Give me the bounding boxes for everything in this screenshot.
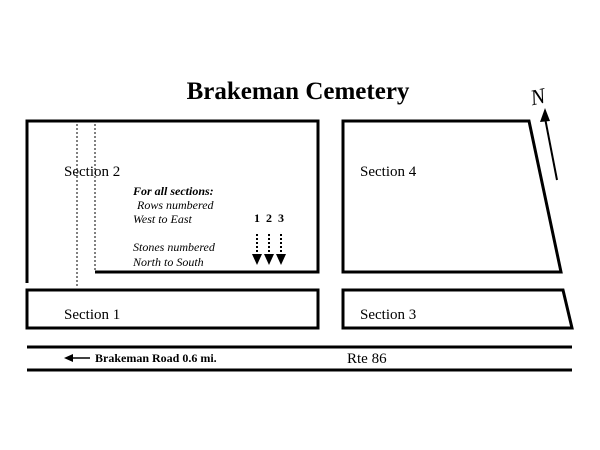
row-number-2: 2 xyxy=(266,211,272,225)
section-1-plot xyxy=(25,288,320,330)
row-number-1: 1 xyxy=(254,211,260,225)
section-2-label: Section 2 xyxy=(64,164,120,180)
row-number-3: 3 xyxy=(278,211,284,225)
legend-rows-line2: West to East xyxy=(133,212,193,226)
row-1-arrow-icon xyxy=(252,234,262,265)
legend-heading: For all sections: xyxy=(132,184,214,198)
north-arrow xyxy=(540,108,558,181)
legend-rows-line1: Rows numbered xyxy=(136,198,215,212)
section-4-label: Section 4 xyxy=(360,164,417,180)
section-3-label: Section 3 xyxy=(360,307,416,323)
north-label: N xyxy=(527,83,549,111)
section-4-plot xyxy=(341,119,563,274)
row-2-arrow-icon xyxy=(264,234,274,265)
row-3-arrow-icon xyxy=(276,234,286,265)
section-3-plot xyxy=(341,288,574,330)
route-label: Rte 86 xyxy=(347,351,387,367)
brakeman-road-label: Brakeman Road 0.6 mi. xyxy=(95,351,217,365)
map-title: Brakeman Cemetery xyxy=(187,78,410,105)
legend-stones-line2: North to South xyxy=(132,255,204,269)
west-arrow-icon xyxy=(64,354,90,362)
section-2-plot xyxy=(25,119,320,286)
legend-stones-line1: Stones numbered xyxy=(133,240,216,254)
stone-direction-arrows xyxy=(252,234,286,265)
section-1-label: Section 1 xyxy=(64,307,120,323)
north-arrowhead-icon xyxy=(540,108,550,122)
